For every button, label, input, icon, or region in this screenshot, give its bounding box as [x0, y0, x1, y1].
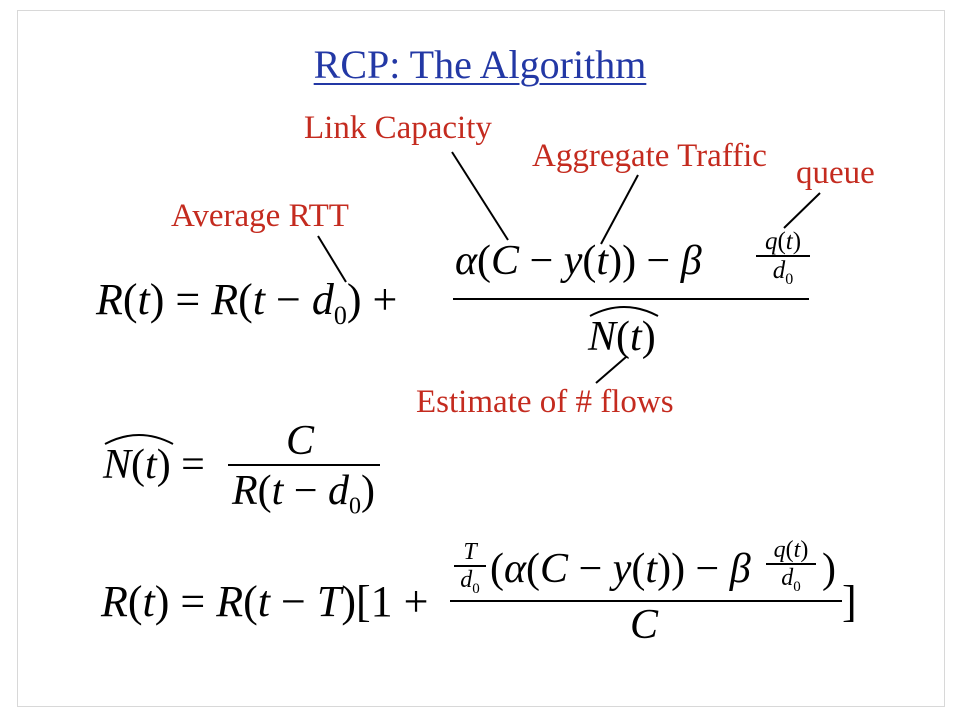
eq1-numerator: α(C − y(t)) − β [455, 238, 702, 284]
eq2-fraction-bar [228, 464, 380, 466]
eq3-numerator-exponent: q(t) d0 [758, 538, 824, 595]
leader-estimate-flows [595, 356, 627, 384]
label-average-rtt: Average RTT [171, 198, 349, 234]
eq1-hat [589, 306, 659, 317]
eq3-denominator: C [630, 602, 659, 648]
slide-title: RCP: The Algorithm [313, 42, 647, 87]
eq3-t-over-d0: T d0 [452, 540, 488, 597]
leader-link-capacity [451, 151, 509, 241]
eq3-numerator: (α(C − y(t)) − β [490, 546, 751, 592]
eq3-numerator-close-paren: ) [822, 546, 836, 592]
leader-aggregate-traffic [600, 174, 639, 245]
eq2-hat [104, 434, 174, 445]
eq2-numerator: C [286, 418, 315, 464]
label-queue: queue [796, 155, 875, 191]
eq1-fraction-bar [453, 298, 809, 300]
leader-queue [783, 192, 821, 229]
label-link-capacity: Link Capacity [304, 110, 492, 146]
eq1-lhs: R(t) = R(t − d0) + [96, 275, 398, 330]
eq2-lhs: N(t) = [103, 442, 205, 488]
label-aggregate-traffic: Aggregate Traffic [532, 138, 767, 174]
leader-average-rtt [317, 235, 347, 283]
slide-frame [17, 10, 945, 707]
eq2-denominator: R(t − d0) [232, 468, 376, 520]
eq3-fraction-bar [450, 600, 842, 602]
eq3-lhs: R(t) = R(t − T)[1 + [101, 577, 429, 626]
eq1-numerator-exponent: q(t) d0 [748, 229, 818, 288]
label-estimate-flows: Estimate of # flows [416, 384, 674, 420]
eq1-denominator: N(t) [588, 314, 656, 360]
eq3-close-bracket: ] [842, 577, 857, 626]
